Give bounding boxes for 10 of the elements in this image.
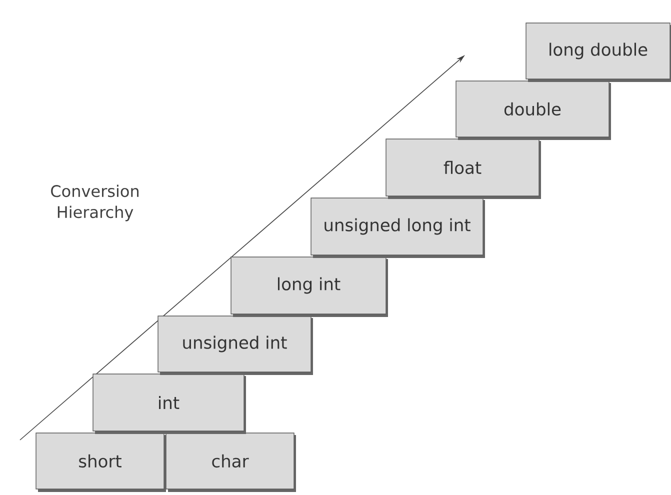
- type-box: char: [166, 432, 296, 492]
- type-box: unsigned long int: [310, 198, 485, 258]
- type-box: short: [36, 432, 166, 492]
- type-box: float: [386, 138, 541, 199]
- type-box: int: [92, 374, 246, 434]
- type-box: long int: [230, 256, 388, 317]
- type-box: double: [456, 80, 611, 140]
- type-box: unsigned int: [158, 316, 313, 375]
- axis-label: Conversion Hierarchy: [51, 184, 138, 222]
- type-box: long double: [526, 22, 671, 82]
